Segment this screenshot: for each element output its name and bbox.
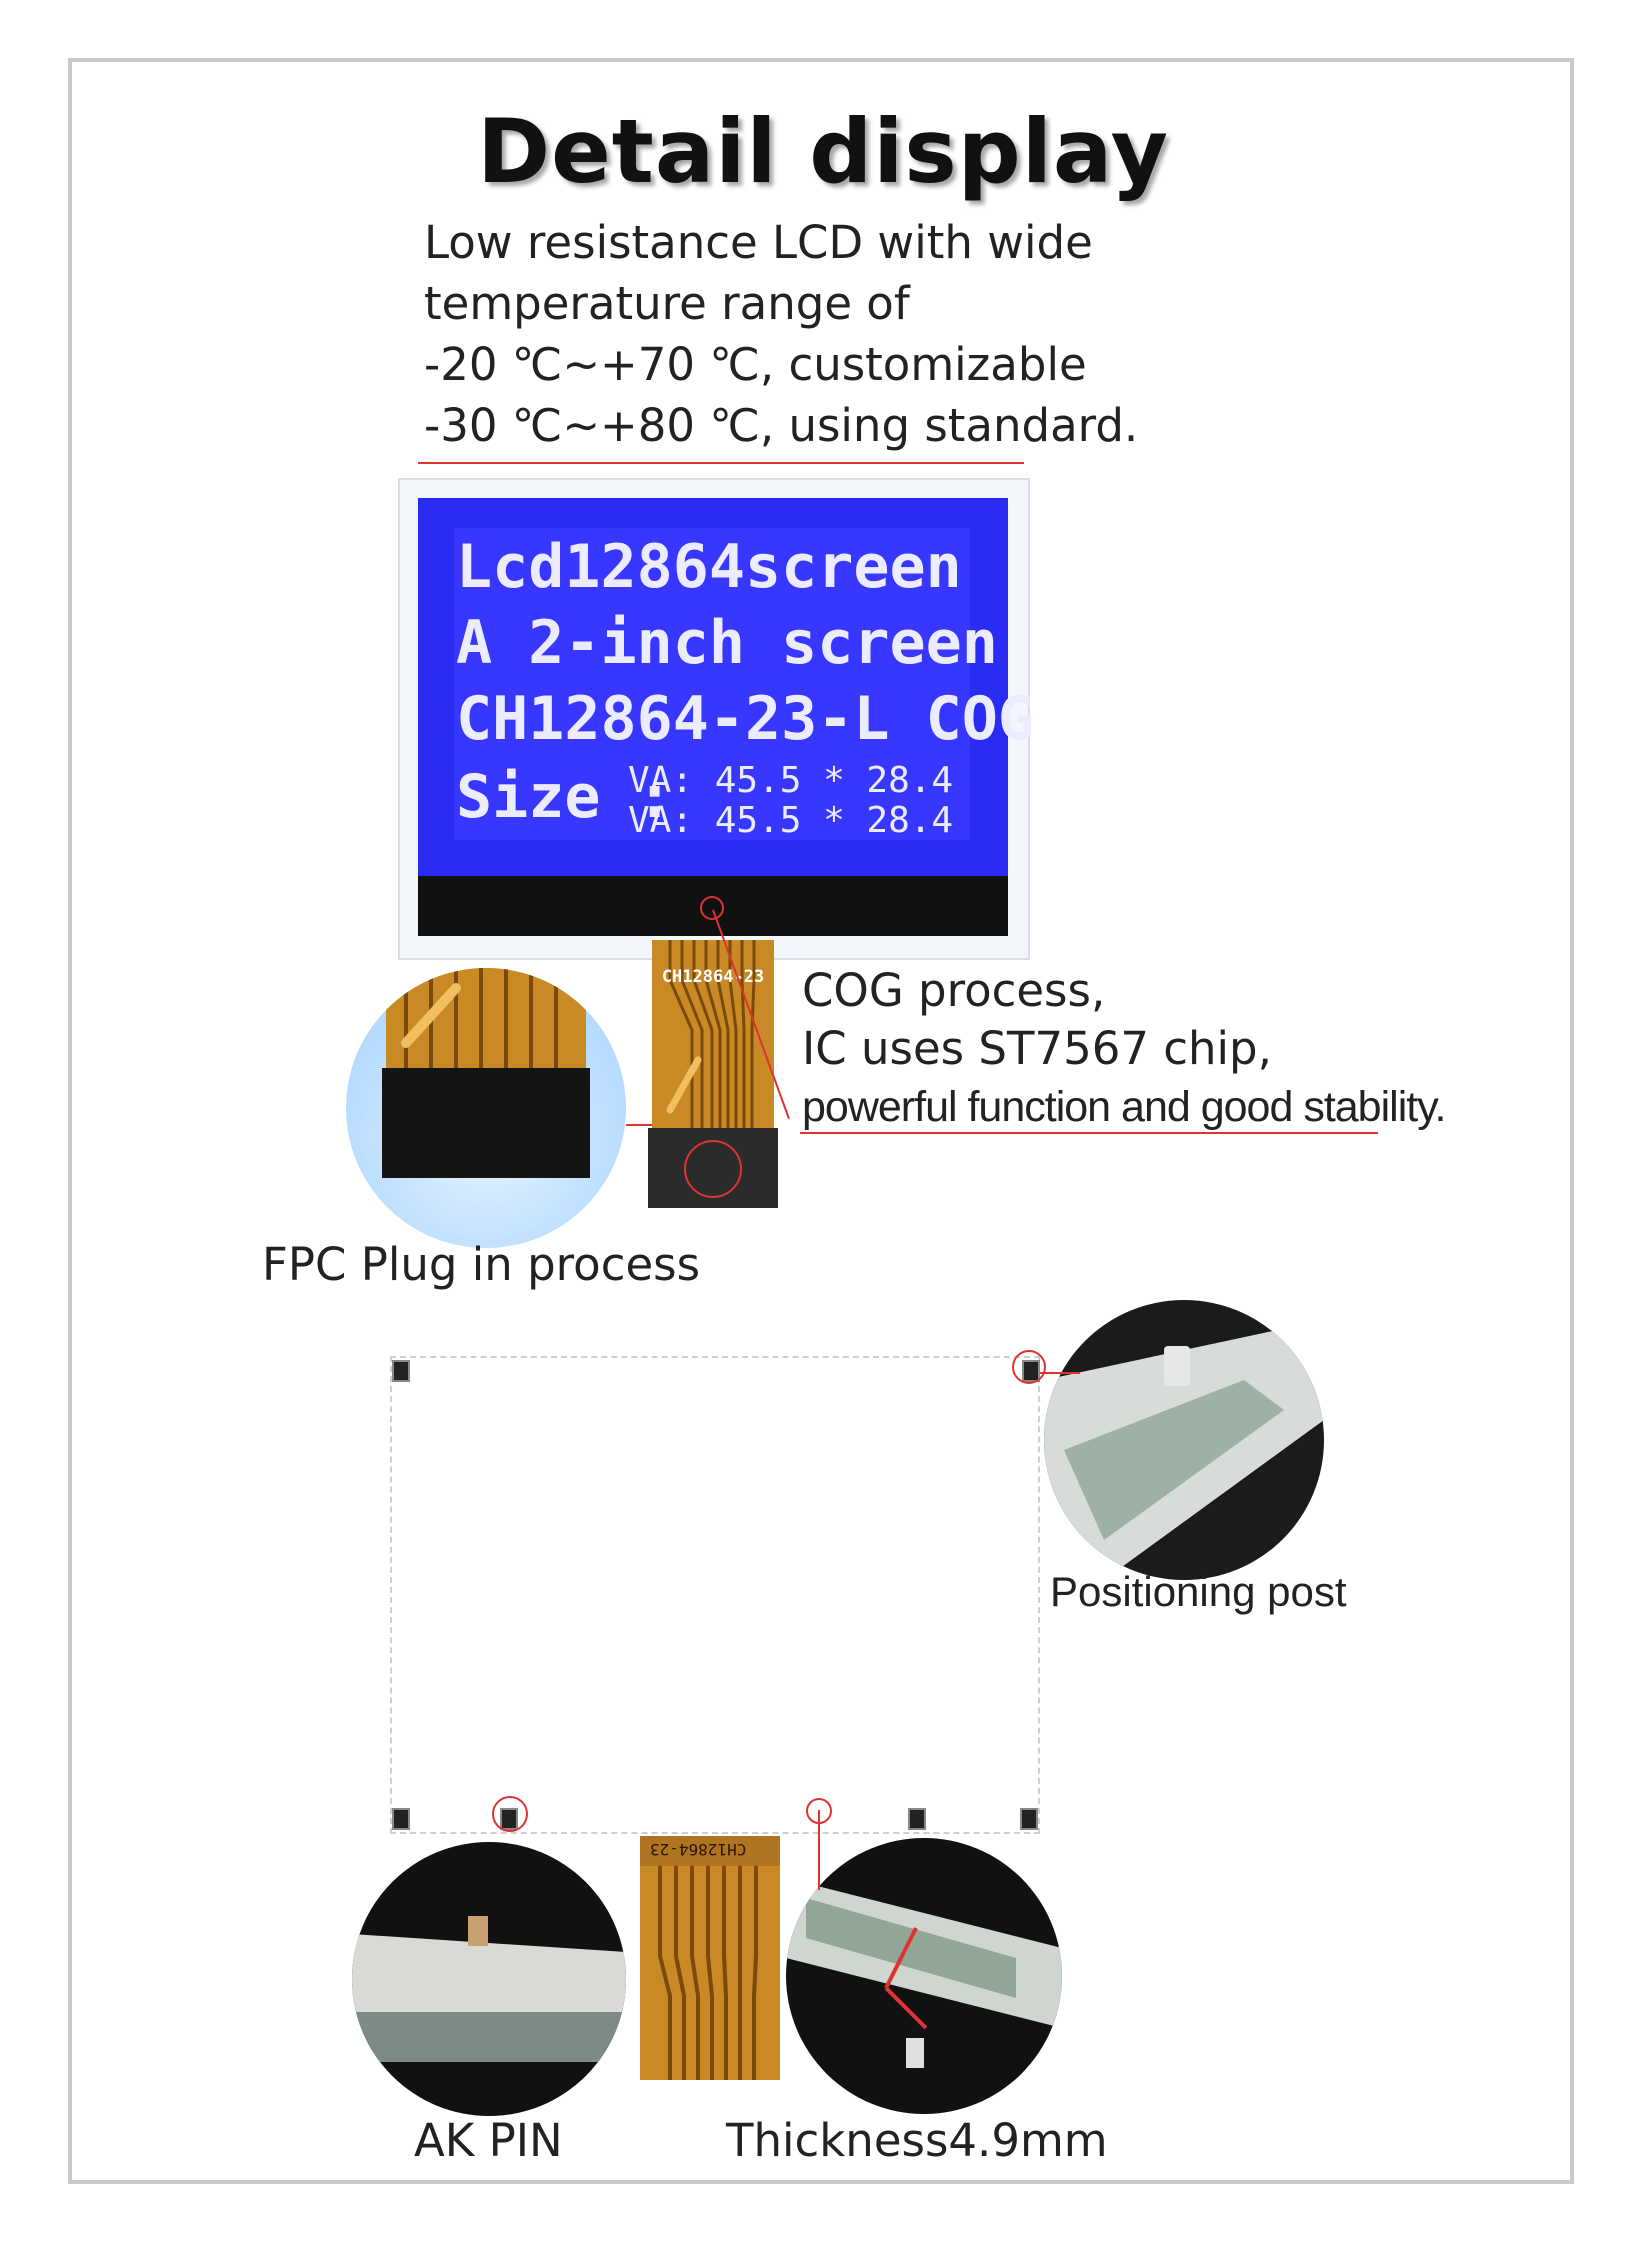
page-title: Detail display — [477, 100, 1169, 203]
fpc-zoom-image — [382, 968, 590, 1178]
cog-line-1: COG process, — [802, 964, 1106, 1017]
lcd-active-area — [454, 528, 970, 840]
fpc-traces — [666, 940, 756, 1136]
lcd-line-3: CH12864-23-L COG — [456, 684, 1034, 754]
lcd-line-4-prefix: Size : — [456, 762, 673, 832]
fpc-lens-leader — [626, 1124, 652, 1126]
cog-description: COG process, IC uses ST7567 chip, powerf… — [802, 962, 1446, 1136]
cog-line-2: IC uses ST7567 chip, — [802, 1022, 1272, 1075]
module-outline — [390, 1356, 1040, 1834]
description: Low resistance LCD with wide temperature… — [424, 212, 1138, 456]
mount-post — [392, 1360, 410, 1382]
cog-line-3: powerful function and good stability. — [802, 1083, 1446, 1131]
fpc-cable-bottom: CH12864-23 — [640, 1836, 780, 2080]
lcd-line-2: A 2-inch screen — [456, 608, 998, 678]
mount-post — [392, 1808, 410, 1830]
thickness-lens — [786, 1838, 1062, 2114]
ak-caption: AK PIN — [414, 2114, 563, 2167]
thickness-leader — [818, 1810, 820, 1890]
thickness-image — [786, 1878, 1062, 2068]
ak-pin-lens — [352, 1842, 626, 2116]
mount-post — [1020, 1808, 1038, 1830]
fpc-caption: FPC Plug in process — [262, 1238, 701, 1291]
thickness-caption: Thickness4.9mm — [726, 2114, 1108, 2167]
fpc-zoom-lens — [346, 968, 626, 1248]
description-line: temperature range of — [424, 277, 910, 330]
fpc-bottom-label: CH12864-23 — [650, 1840, 747, 1859]
fpc-label: CH12864-23 — [661, 967, 765, 987]
fpc-traces-bottom — [640, 1836, 780, 2080]
positioning-post-lens — [1044, 1300, 1324, 1580]
cog-underline — [800, 1132, 1378, 1134]
positioning-post-image — [1044, 1320, 1324, 1580]
cog-marker-circle — [700, 896, 724, 920]
mount-post — [908, 1808, 926, 1830]
ak-marker-circle — [492, 1796, 528, 1832]
description-line: Low resistance LCD with wide — [424, 216, 1093, 269]
lcd-line-4b: VA: 45.5 * 28.4 — [628, 800, 954, 841]
ak-pin-image — [352, 1916, 626, 2062]
page-frame — [68, 58, 1574, 2184]
description-line: -30 ℃~+80 ℃, using standard. — [424, 399, 1139, 452]
positioning-leader — [1040, 1372, 1080, 1374]
fpc-marker-circle — [684, 1140, 742, 1198]
lcd-line-1: Lcd12864screen — [456, 532, 962, 602]
fpc-cable — [652, 940, 774, 1136]
positioning-marker-circle — [1012, 1350, 1046, 1384]
positioning-caption: Positioning post — [1050, 1568, 1347, 1615]
description-underline — [418, 462, 1024, 464]
description-line: -20 ℃~+70 ℃, customizable — [424, 338, 1087, 391]
lcd-line-4a: VA: 45.5 * 28.4 — [628, 760, 954, 801]
